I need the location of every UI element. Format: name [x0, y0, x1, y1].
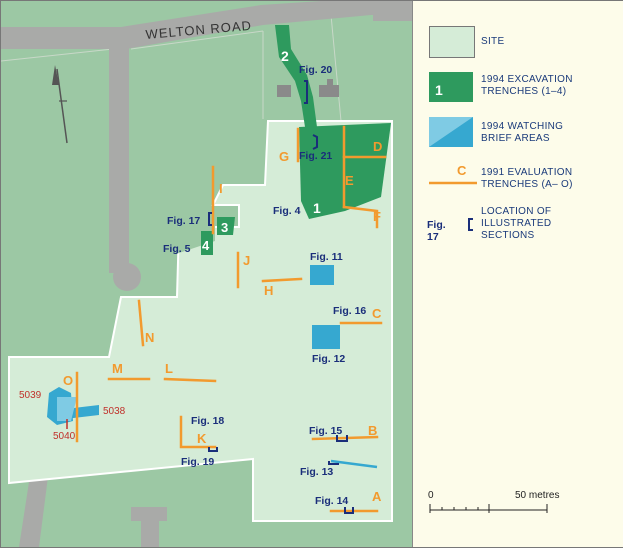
context-label: 5039 [19, 390, 42, 401]
figure-labels: Fig. 20 Fig. 21 Fig. 4 Fig. 17 Fig. 5 Fi… [163, 64, 366, 507]
site-area [8, 120, 393, 522]
context-labels: 5039 5038 5040 [19, 390, 126, 442]
trench-letter: A [372, 489, 382, 504]
legend-site-label: SITE [481, 36, 505, 47]
trench-number: 3 [221, 220, 228, 235]
fig-label: Fig. 14 [315, 495, 348, 507]
trench-letter: M [112, 361, 123, 376]
site-map: WELTON ROAD 2 1 3 4 [1, 1, 412, 547]
trench-4 [201, 231, 213, 255]
fig-label: Fig. 5 [163, 243, 191, 255]
trench-letter: N [145, 330, 154, 345]
welton-road [1, 1, 412, 49]
trench-letter: F [373, 209, 381, 224]
roads [1, 1, 412, 547]
trench-letter: B [368, 423, 377, 438]
fig-label: Fig. 13 [300, 466, 333, 478]
trench-letter: L [165, 361, 173, 376]
building [277, 85, 291, 97]
scale-start: 0 [428, 490, 434, 501]
trench-letter: H [264, 283, 273, 298]
legend-excavation-label: 1994 EXCAVATION TRENCHES (1–4) [481, 74, 573, 97]
trench-number: 1 [313, 200, 321, 216]
trench-number: 2 [281, 48, 289, 64]
trench-letter: C [372, 306, 382, 321]
scale-end: 50 metres [515, 490, 560, 501]
fig-label: Fig. 18 [191, 415, 224, 427]
turning-circle [113, 263, 141, 291]
trench-b-watching [330, 459, 378, 469]
trench-letters: A B C D E F G H I J K L M N O [63, 139, 382, 504]
side-road [109, 41, 129, 273]
trench-letter: G [279, 149, 289, 164]
site-swatch [429, 26, 475, 58]
sections-swatch-fig: Fig. 17 [427, 219, 446, 243]
trench-letter: J [243, 253, 250, 268]
context-label: 5038 [103, 406, 126, 417]
fig-label: Fig. 17 [167, 215, 200, 227]
watching-swatch [429, 117, 473, 147]
excavation-swatch-number: 1 [435, 82, 443, 98]
trench-letter: I [219, 181, 223, 196]
building [327, 79, 333, 87]
fig-label: Fig. 4 [273, 205, 301, 217]
trench-letter: E [345, 173, 354, 188]
watching-area-overlap [57, 397, 77, 421]
evaluation-swatch [429, 181, 477, 185]
legend-sections-label: LOCATION OF ILLUSTRATED SECTIONS [481, 206, 552, 241]
context-label: 5040 [53, 431, 76, 442]
fig-label: Fig. 20 [299, 64, 332, 76]
trench-letter: K [197, 431, 207, 446]
watching-area-fig11 [310, 265, 334, 285]
fig-label: Fig. 16 [333, 305, 366, 317]
fig-label: Fig. 19 [181, 456, 214, 468]
trench-number: 4 [202, 238, 210, 253]
north-arrow-icon [52, 65, 68, 144]
trench-letter: O [63, 373, 73, 388]
legend-watching-label: 1994 WATCHING BRIEF AREAS [481, 121, 564, 144]
road-corner [373, 1, 412, 21]
fig-label: Fig. 12 [312, 353, 345, 365]
section-markers [208, 80, 354, 514]
excavation-swatch: 1 [429, 72, 473, 102]
legend: SITE 1 1994 EXCAVATION TRENCHES (1–4) 19… [412, 1, 623, 547]
legend-evaluation-label: 1991 EVALUATION TRENCHES (A– O) [481, 167, 573, 190]
watching-brief-areas [47, 265, 340, 425]
evaluation-swatch-letter: C [457, 163, 467, 178]
watching-area-fig12 [312, 325, 340, 349]
lane-south-head [131, 507, 167, 521]
fig-label: Fig. 15 [309, 425, 342, 437]
building [319, 85, 339, 97]
lane-south-west [19, 469, 49, 547]
fig-label: Fig. 11 [310, 251, 343, 263]
trench-3 [217, 217, 235, 235]
site-notch [161, 209, 215, 259]
fig-label: Fig. 21 [299, 150, 332, 162]
section-swatch [468, 218, 473, 231]
trench-letter: D [373, 139, 382, 154]
evaluation-trenches [75, 125, 387, 513]
scale-bar-line [429, 504, 548, 513]
